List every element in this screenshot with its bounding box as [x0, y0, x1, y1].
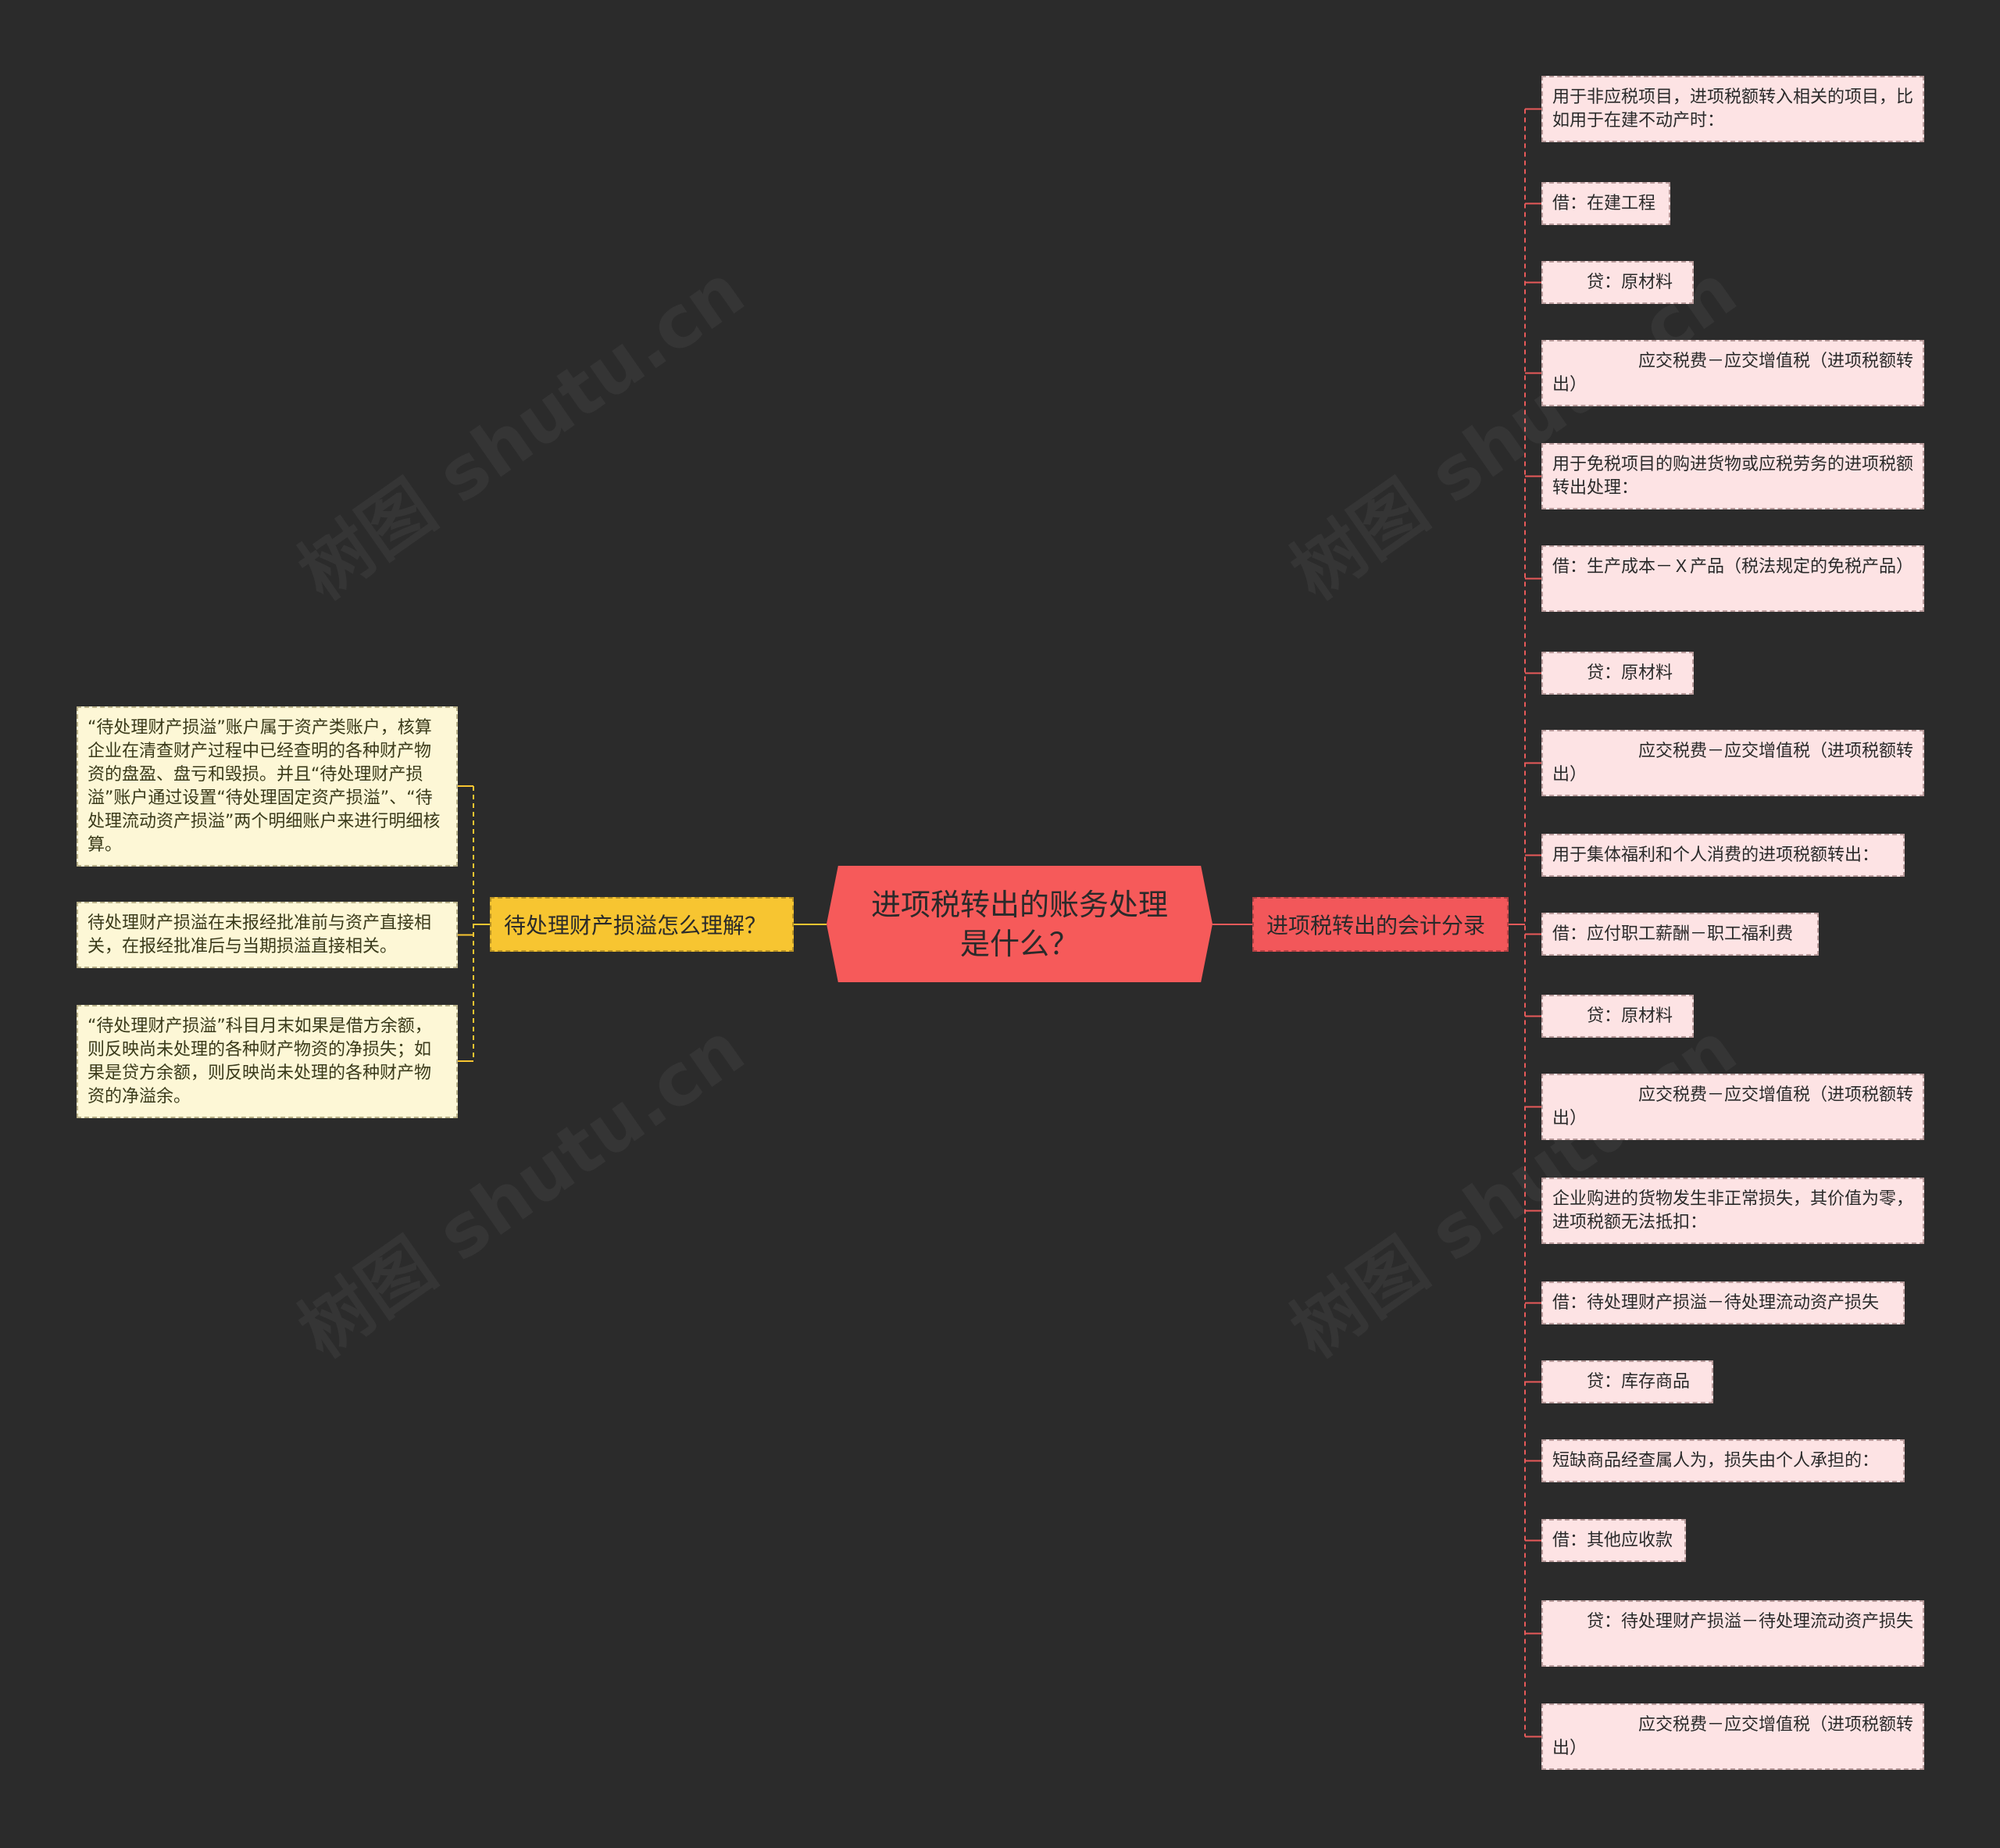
right-leaf-1[interactable]: 用于非应税项目，进项税额转入相关的项目，比如用于在建不动产时： — [1541, 76, 1924, 142]
right-leaf-8[interactable]: 应交税费－应交增值税（进项税额转出） — [1541, 730, 1924, 796]
right-leaf-16[interactable]: 短缺商品经查属人为，损失由个人承担的： — [1541, 1439, 1905, 1482]
right-leaf-4[interactable]: 应交税费－应交增值税（进项税额转出） — [1541, 340, 1924, 406]
branch-accounting-entries[interactable]: 进项税转出的会计分录 — [1252, 897, 1509, 952]
right-leaf-5[interactable]: 用于免税项目的购进货物或应税劳务的进项税额转出处理： — [1541, 443, 1924, 509]
left-leaf-2[interactable]: 待处理财产损溢在未报经批准前与资产直接相关，在报经批准后与当期损溢直接相关。 — [77, 902, 458, 968]
right-leaf-17[interactable]: 借：其他应收款 — [1541, 1519, 1686, 1562]
right-leaf-3[interactable]: 贷：原材料 — [1541, 261, 1694, 304]
central-topic-label: 进项税转出的账务处理是什么？ — [870, 887, 1168, 961]
right-leaf-7[interactable]: 贷：原材料 — [1541, 652, 1694, 695]
branch-pending-loss-understanding[interactable]: 待处理财产损溢怎么理解？ — [490, 897, 794, 952]
right-leaf-15[interactable]: 贷：库存商品 — [1541, 1360, 1713, 1403]
right-leaf-19[interactable]: 应交税费－应交增值税（进项税额转出） — [1541, 1703, 1924, 1770]
right-leaf-18[interactable]: 贷：待处理财产损溢－待处理流动资产损失 — [1541, 1600, 1924, 1667]
left-leaf-3[interactable]: “待处理财产损溢”科目月末如果是借方余额，则反映尚未处理的各种财产物资的净损失；… — [77, 1005, 458, 1118]
central-topic[interactable]: 进项税转出的账务处理是什么？ — [827, 866, 1212, 982]
right-leaf-13[interactable]: 企业购进的货物发生非正常损失，其价值为零，进项税额无法抵扣： — [1541, 1178, 1924, 1244]
right-leaf-14[interactable]: 借：待处理财产损溢－待处理流动资产损失 — [1541, 1281, 1905, 1324]
right-leaf-6[interactable]: 借：生产成本－Ｘ产品（税法规定的免税产品） — [1541, 545, 1924, 612]
right-leaf-11[interactable]: 贷：原材料 — [1541, 995, 1694, 1038]
right-leaf-10[interactable]: 借：应付职工薪酬－职工福利费 — [1541, 913, 1819, 956]
right-leaf-12[interactable]: 应交税费－应交增值税（进项税额转出） — [1541, 1074, 1924, 1140]
left-leaf-1[interactable]: “待处理财产损溢”账户属于资产类账户，核算企业在清查财产过程中已经查明的各种财产… — [77, 706, 458, 867]
right-leaf-2[interactable]: 借：在建工程 — [1541, 182, 1670, 225]
right-leaf-9[interactable]: 用于集体福利和个人消费的进项税额转出： — [1541, 834, 1905, 877]
